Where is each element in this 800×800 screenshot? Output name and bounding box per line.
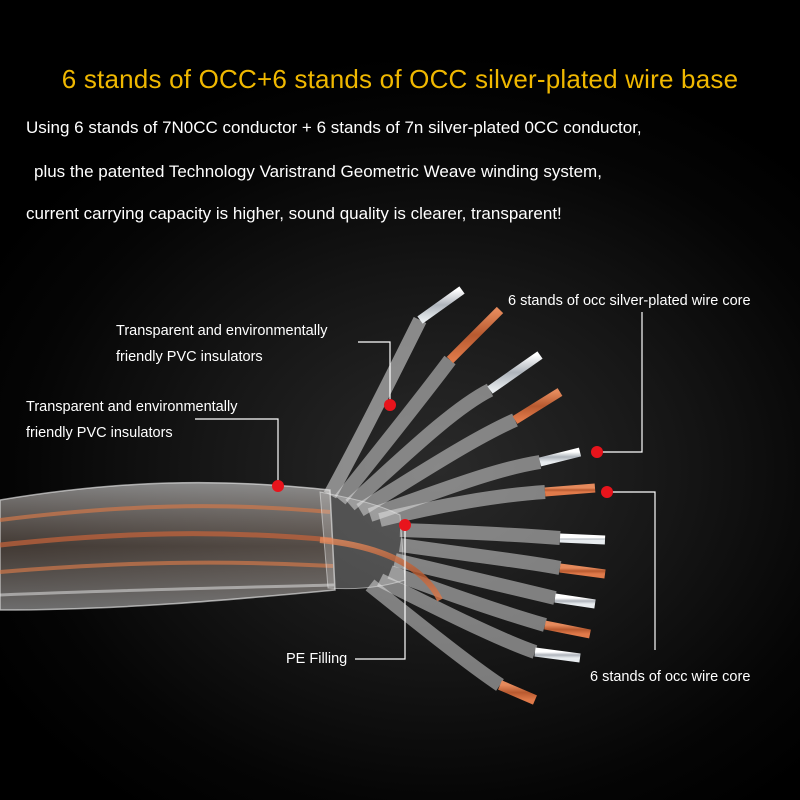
callout-insulator-inner-line-1: Transparent and environmentally xyxy=(116,323,328,339)
callout-markers xyxy=(272,399,613,531)
leader-line-occ-core xyxy=(607,491,656,650)
marker-pe-filling xyxy=(399,519,411,531)
leader-line-silver-core xyxy=(597,312,643,453)
marker-insulator-inner xyxy=(384,399,396,411)
headline: 6 stands of OCC+6 stands of OCC silver-p… xyxy=(61,64,739,94)
lower-strands xyxy=(319,523,606,705)
callout-pe-filling: PE Filling xyxy=(286,651,348,667)
description-line-1: Using 6 stands of 7N0CC conductor + 6 st… xyxy=(26,118,642,137)
leader-line-insulator-inner xyxy=(358,341,391,405)
leader-line-pe-filling xyxy=(355,525,406,660)
callout-insulator-outer: Transparent and environmentally friendly… xyxy=(26,394,237,446)
description-line-3: current carrying capacity is higher, sou… xyxy=(26,204,562,223)
marker-occ-core xyxy=(601,486,613,498)
callout-occ-core: 6 stands of occ wire core xyxy=(590,669,751,685)
callout-insulator-outer-line-2: friendly PVC insulators xyxy=(26,425,173,441)
callout-insulator-outer-line-1: Transparent and environmentally xyxy=(26,399,238,415)
callout-insulator-inner-line-2: friendly PVC insulators xyxy=(116,349,263,365)
upper-insulated-strands xyxy=(323,286,596,527)
description-line-2: plus the patented Technology Varistrand … xyxy=(34,162,602,181)
leader-line-insulator-outer xyxy=(195,418,279,486)
marker-insulator-outer xyxy=(272,480,284,492)
marker-silver-core xyxy=(591,446,603,458)
callout-silver-core: 6 stands of occ silver-plated wire core xyxy=(508,293,751,309)
cable-sheath xyxy=(0,481,336,611)
callout-insulator-inner: Transparent and environmentally friendly… xyxy=(116,318,327,370)
callout-lines xyxy=(195,312,656,660)
